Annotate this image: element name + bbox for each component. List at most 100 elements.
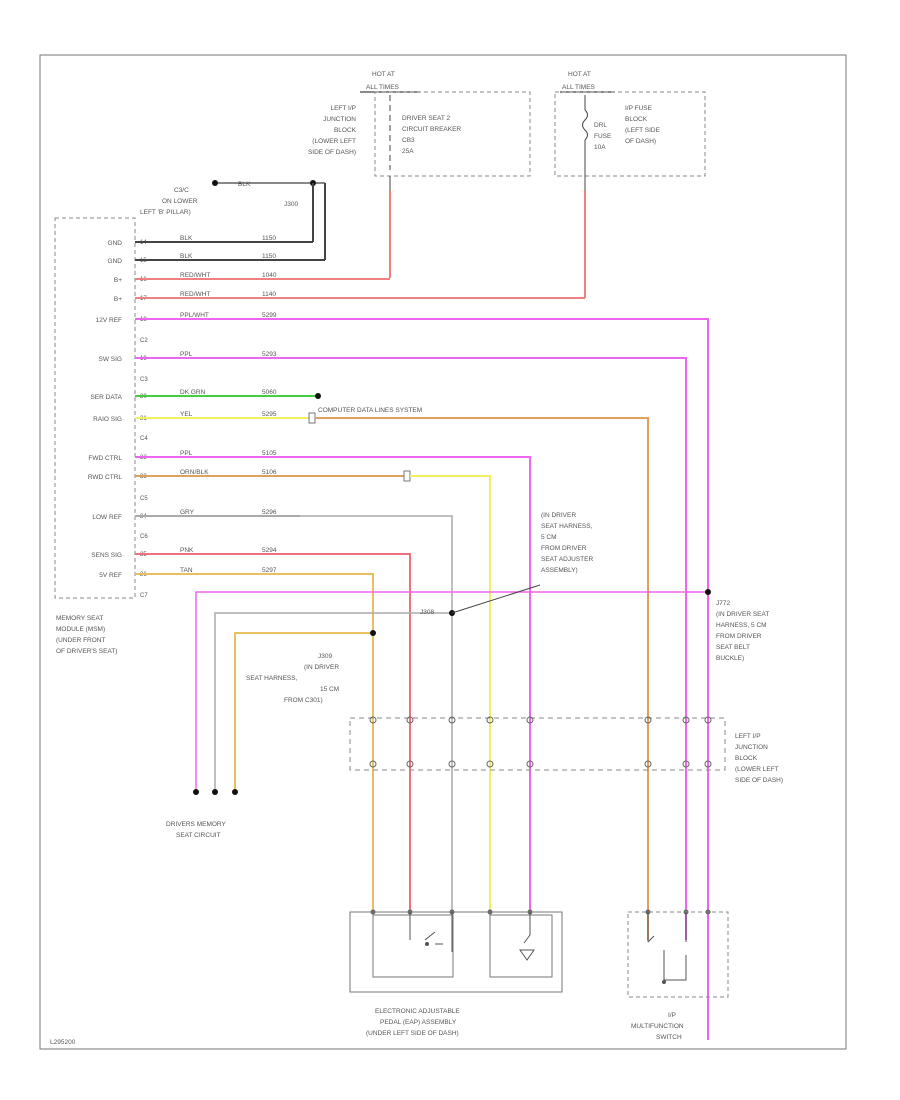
junction-terminal xyxy=(486,760,494,768)
wire-sens-sig xyxy=(135,553,411,912)
eap-sensor-box xyxy=(489,914,553,978)
harness-right-l5: SEAT BELT xyxy=(716,644,750,651)
hot-right-l1: HOT AT xyxy=(568,71,591,78)
wire-fwd-ctrl xyxy=(135,456,531,912)
ip-block-l2: BLOCK xyxy=(625,116,648,123)
module-name-l4: OF DRIVER'S SEAT) xyxy=(56,648,117,655)
pin-circuit: 1150 xyxy=(262,253,276,260)
hot-left-l2: ALL TIMES xyxy=(366,84,400,91)
pin-circuit: 1040 xyxy=(262,272,277,279)
pin-circuit: 1150 xyxy=(262,235,276,242)
fuse-box xyxy=(554,91,706,177)
ip-block-l1: I/P FUSE xyxy=(625,105,653,112)
pin-circuit: 5299 xyxy=(262,312,277,319)
pin-wire-color: BLK xyxy=(180,235,193,242)
junction-terminal xyxy=(526,760,534,768)
harness-mid-l1: (IN DRIVER xyxy=(541,512,576,519)
lj-block-l3: BLOCK xyxy=(334,127,357,134)
eap-motor-box xyxy=(372,914,454,978)
lj-bottom-l4: (LOWER LEFT xyxy=(735,766,779,773)
lj-block-l5: SIDE OF DASH) xyxy=(308,149,356,156)
pin-circuit: 5296 xyxy=(262,509,277,516)
pin-circuit: 5106 xyxy=(262,469,277,476)
pin-wire-color: PNK xyxy=(180,547,194,554)
junction-terminal xyxy=(448,760,456,768)
memory-circuit-l2: SEAT CIRCUIT xyxy=(176,832,221,839)
splice-mid: J308 xyxy=(420,609,434,616)
pin-wire-color: TAN xyxy=(180,567,193,574)
harness-left-l2: (IN DRIVER xyxy=(304,664,339,671)
pin-circuit: 5293 xyxy=(262,351,277,358)
pin-wire-color: ORN/BLK xyxy=(180,469,209,476)
wire-rwd-ctrl xyxy=(410,475,491,912)
fuse-icon xyxy=(582,109,588,141)
harness-left-l5: FROM C301) xyxy=(284,697,323,704)
breaker-box xyxy=(374,91,531,177)
eap-switch-icon xyxy=(409,912,453,952)
connector-l2: ON LOWER xyxy=(162,198,198,205)
hot-left-l1: HOT AT xyxy=(372,71,395,78)
connector-l3: LEFT 'B' PILLAR) xyxy=(140,209,191,216)
pin-wire-color: PPL/WHT xyxy=(180,312,209,319)
switch-l3: SWITCH xyxy=(656,1034,682,1041)
harness-mid-l6: ASSEMBLY) xyxy=(541,567,578,574)
pin-label: 12V REF xyxy=(96,317,122,324)
junction-terminal xyxy=(704,716,712,724)
rwd-connector xyxy=(403,470,411,482)
pin-wire-color: PPL xyxy=(180,351,193,358)
harness-mid-l2: SEAT HARNESS, xyxy=(541,523,593,530)
module-name-l3: (UNDER FRONT xyxy=(56,637,105,644)
diagram-frame xyxy=(39,54,847,1050)
pin-label: GND xyxy=(108,258,123,265)
harness-right-l6: BUCKLE) xyxy=(716,655,744,662)
pin-label: LOW REF xyxy=(92,514,122,521)
junction-terminals xyxy=(369,716,712,915)
wire-sw-sig xyxy=(135,357,687,940)
connector-l1: C3/C xyxy=(174,187,189,194)
memory-circuit-l1: DRIVERS MEMORY xyxy=(166,821,226,828)
eap-l1: ELECTRONIC ADJUSTABLE xyxy=(375,1008,460,1015)
pin-circuit: 5297 xyxy=(262,567,277,574)
wire-memory-tan xyxy=(234,632,373,790)
connector-ref: C4 xyxy=(140,436,148,442)
wire-12v-ref xyxy=(135,318,709,1040)
pin-wire-color: PPL xyxy=(180,450,193,457)
junction-terminal xyxy=(682,716,690,724)
junction-terminal xyxy=(406,760,414,768)
pin-wire-color: YEL xyxy=(180,411,193,418)
junction-terminal xyxy=(486,716,494,724)
breaker-l3: CB3 xyxy=(402,137,415,144)
pin-label: RAIO SIG xyxy=(93,416,122,423)
junction-terminal xyxy=(526,716,534,724)
ip-block-l4: OF DASH) xyxy=(625,138,656,145)
junction-terminal xyxy=(704,760,712,768)
lj-bottom-l1: LEFT I/P xyxy=(735,733,761,740)
breaker-l2: CIRCUIT BREAKER xyxy=(402,126,461,133)
diagram-code: L295200 xyxy=(50,1039,76,1046)
pin-circuit: 5295 xyxy=(262,411,277,418)
pin-label: GND xyxy=(108,240,123,247)
eap-outer-box xyxy=(349,911,563,993)
junction-terminal xyxy=(682,760,690,768)
pin-label: SW SIG xyxy=(99,356,122,363)
pin-label: FWD CTRL xyxy=(88,455,122,462)
junction-terminal xyxy=(644,716,652,724)
lj-bottom-l3: BLOCK xyxy=(735,755,758,762)
module-name-l2: MODULE (MSM) xyxy=(56,626,105,633)
pin-label: B+ xyxy=(114,296,122,303)
memory-term-1 xyxy=(193,789,199,795)
pin-label: 5V REF xyxy=(99,572,122,579)
connector-ref: C7 xyxy=(140,593,148,599)
breaker-l1: DRIVER SEAT 2 xyxy=(402,115,451,122)
wire-data-link xyxy=(315,417,649,940)
pin-wire-color: BLK xyxy=(180,253,193,260)
switch-l2: MULTIFUNCTION xyxy=(631,1023,684,1030)
harness-left-l4: 15 CM xyxy=(320,686,339,693)
harness-right-l4: FROM DRIVER xyxy=(716,633,762,640)
memory-term-2 xyxy=(212,789,218,795)
pin-label: SER DATA xyxy=(90,394,122,401)
pin-label: RWD CTRL xyxy=(88,474,123,481)
harness-right-l3: HARNESS, 5 CM xyxy=(716,622,767,629)
module-name-l1: MEMORY SEAT xyxy=(56,615,103,622)
wire-memory-ppl xyxy=(195,591,708,790)
